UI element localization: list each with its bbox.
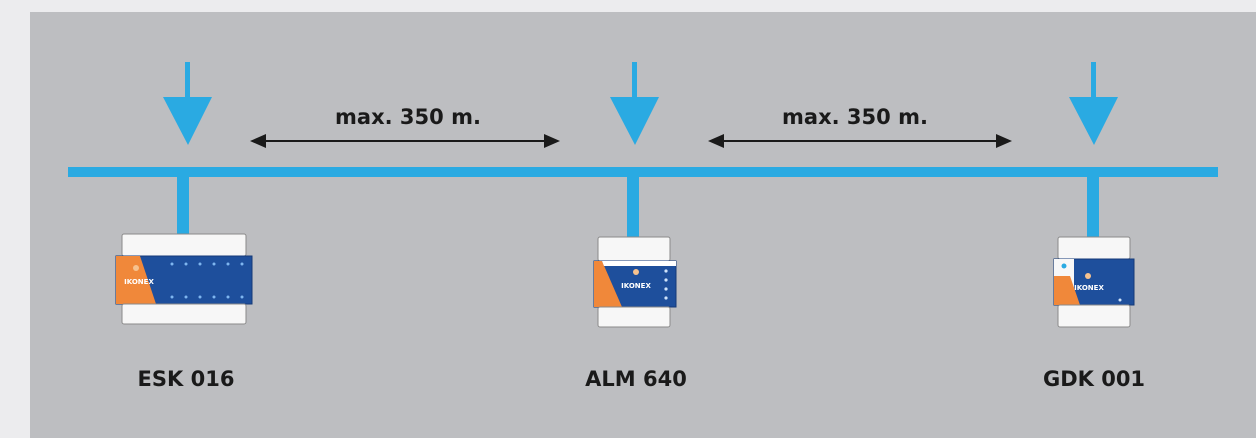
device-alm-640: IKONEX	[593, 236, 677, 328]
device-label-esk: ESK 016	[138, 367, 235, 391]
device-label-gdk: GDK 001	[1043, 367, 1145, 391]
distance-label-2: max. 350 m.	[782, 105, 928, 129]
input-arrow-gdk	[1069, 62, 1118, 145]
input-arrow-alm	[610, 62, 659, 145]
input-arrow-esk	[163, 62, 212, 145]
diagram-panel	[30, 12, 1256, 438]
device-brand-alm: IKONEX	[621, 282, 651, 290]
distance-arrow-1	[250, 134, 560, 148]
stem-gdk	[1087, 175, 1099, 238]
device-brand-esk: IKONEX	[124, 278, 154, 286]
device-brand-gdk: IKONEX	[1074, 284, 1104, 292]
bus-line	[68, 167, 1218, 177]
stem-alm	[627, 175, 639, 239]
stem-esk	[177, 175, 189, 235]
device-label-alm: ALM 640	[585, 367, 687, 391]
distance-arrow-2	[708, 134, 1012, 148]
distance-label-1: max. 350 m.	[335, 105, 481, 129]
device-esk-016: IKONEX	[115, 233, 253, 325]
device-gdk-001: IKONEX	[1053, 236, 1135, 328]
